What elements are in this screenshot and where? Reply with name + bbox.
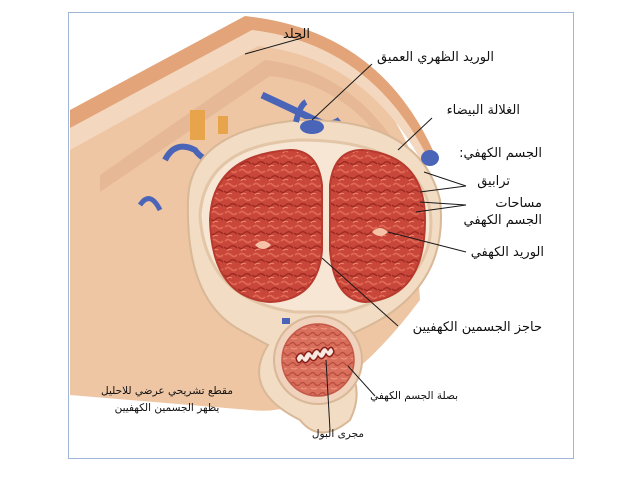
label-spaces: مساحات — [495, 196, 542, 211]
label-deep-dorsal-vein: الوريد الظهري العميق — [377, 50, 494, 65]
leader-skin — [244, 37, 303, 55]
subcutaneous-layer — [70, 30, 430, 168]
leader-spaces-1 — [419, 201, 467, 206]
urethra-lumen — [295, 346, 335, 364]
caption-line-2: يظهر الجسمين الكهفيين — [114, 402, 220, 414]
leader-deep-dorsal-vein — [311, 63, 373, 121]
deep-dorsal-vein — [300, 120, 324, 134]
label-trabeculae: ترابيق — [477, 174, 510, 189]
nerve-bundle — [218, 116, 228, 134]
label-urethra: مجرى البول — [311, 428, 364, 440]
leader-tunica — [397, 117, 433, 151]
cavernous-artery-right — [372, 228, 388, 236]
leader-septum — [321, 257, 399, 327]
dorsal-nerve — [190, 110, 205, 140]
corpus-spongiosum — [281, 323, 355, 397]
figure-caption: مقطع تشريحي عرضي للاحليل يظهر الجسمين ال… — [82, 383, 252, 417]
fascia-layer — [100, 60, 400, 192]
leader-lines — [244, 37, 467, 431]
vessel-small-1 — [282, 318, 290, 324]
corpus-cavernosum-left — [208, 148, 323, 304]
leader-bulb — [347, 365, 376, 397]
corpus-cavernosum-right — [329, 148, 427, 304]
caption-line-1: مقطع تشريحي عرضي للاحليل — [101, 385, 233, 397]
label-spaces-of-corpus: الجسم الكهفي — [463, 213, 542, 228]
lateral-vein — [137, 196, 163, 212]
label-tunica-albuginea: الغلالة البيضاء — [446, 103, 520, 118]
label-cavernous-vein: الوريد الكهفي — [470, 245, 544, 260]
leader-trabeculae-2 — [419, 185, 467, 193]
leader-cavernous-vein — [387, 231, 467, 253]
skin-layer — [70, 16, 435, 162]
cavernous-artery-left — [255, 241, 271, 249]
deep-dorsal-vein-branch — [293, 99, 308, 123]
leader-urethra — [325, 359, 331, 431]
label-spongiosum-bulb: بصلة الجسم الكهفي — [370, 390, 458, 402]
label-septum: حاجز الجسمين الكهفيين — [412, 320, 542, 335]
lateral-vessel — [421, 150, 439, 166]
label-corpus-cavernosum-heading: الجسم الكهفي: — [459, 146, 542, 161]
leader-trabeculae-1 — [423, 171, 467, 187]
leader-spaces-2 — [415, 204, 467, 213]
label-skin: الجلد — [282, 27, 310, 42]
